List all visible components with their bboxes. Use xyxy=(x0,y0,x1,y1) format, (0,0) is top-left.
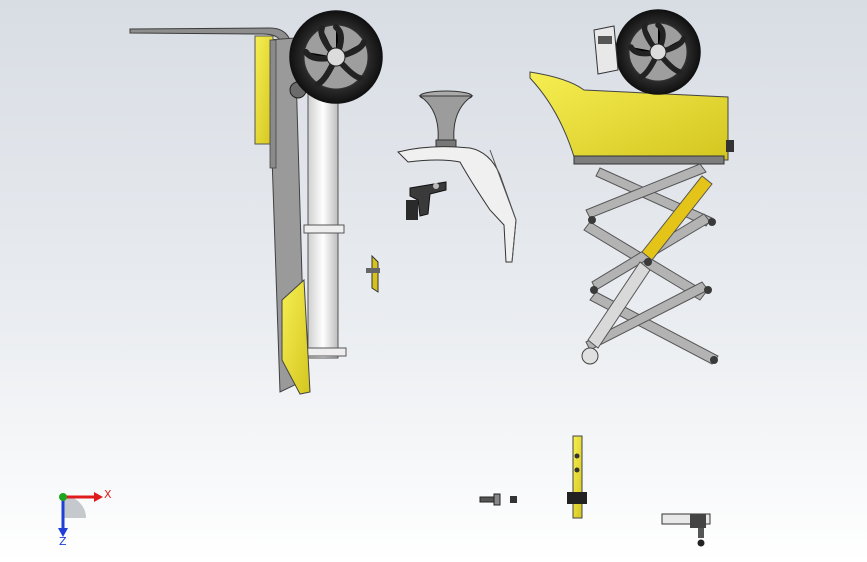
part-scooter-frame[interactable] xyxy=(129,10,383,395)
part-small-clamp[interactable] xyxy=(406,181,447,220)
z-axis-label: Z xyxy=(59,535,67,548)
clamp-icon xyxy=(406,181,447,220)
bracket-icon xyxy=(661,513,711,547)
part-small-plate[interactable] xyxy=(366,254,380,293)
part-small-motor-bracket[interactable] xyxy=(661,513,711,547)
bolt-icon xyxy=(479,493,517,506)
strip-icon xyxy=(567,435,587,519)
part-yellow-strip[interactable] xyxy=(567,435,587,519)
wheel-icon xyxy=(289,10,383,104)
funnel-icon xyxy=(418,90,474,149)
part-scissor-lift[interactable] xyxy=(529,9,734,365)
wheel-icon xyxy=(615,9,701,95)
part-bent-bracket[interactable] xyxy=(397,90,517,263)
coordinate-triad-icon xyxy=(58,492,103,537)
part-small-bolt[interactable] xyxy=(479,493,517,506)
x-axis-label: X xyxy=(104,488,112,501)
